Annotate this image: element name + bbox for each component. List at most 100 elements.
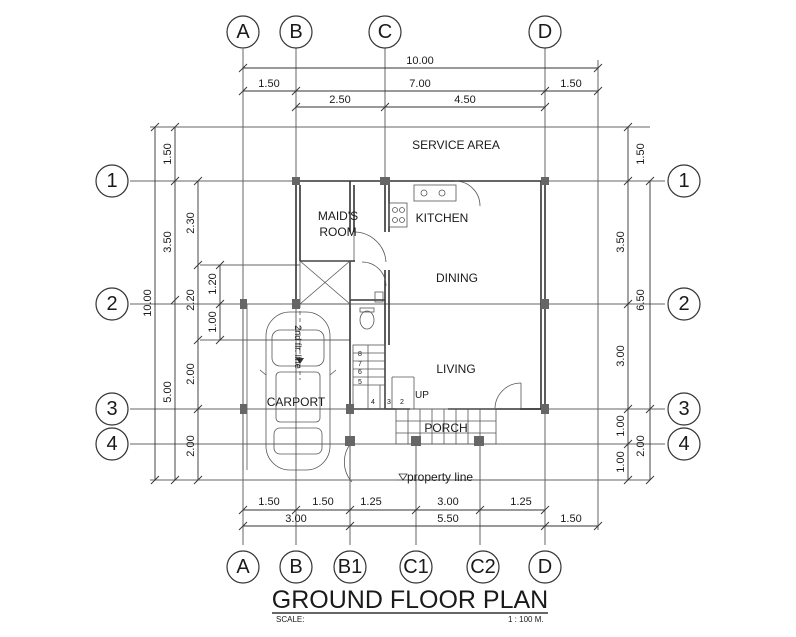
top-grid-bubble-a	[226, 15, 260, 49]
bottom-grid-bubble-d	[528, 550, 562, 584]
dim-bottom-4: 3.00	[437, 496, 458, 508]
dim-bottom-7: 5.50	[437, 513, 458, 525]
dim-right-1: 1.50	[635, 143, 647, 164]
bottom-grid-bubble-c2	[466, 550, 500, 584]
left-grid-bubble-2	[95, 287, 129, 321]
bottom-grid-label-a: A	[236, 556, 250, 578]
top-grid-bubbles: A B C D	[226, 15, 562, 60]
annotations: 2nd flr. line property line UP 2 3 4 5 6…	[293, 325, 473, 484]
left-grid-label-1: 1	[106, 170, 117, 192]
second-floor-line-label: 2nd flr. line	[293, 325, 303, 369]
right-grid-label-1: 1	[678, 170, 689, 192]
left-grid-label-4: 4	[106, 433, 117, 455]
right-grid-bubble-2	[667, 287, 701, 321]
right-grid-label-3: 3	[678, 398, 689, 420]
room-labels: SERVICE AREA MAID'S ROOM KITCHEN DINING …	[267, 138, 500, 435]
dim-left-2: 3.50	[162, 231, 174, 252]
dim-right-4: 1.00	[615, 415, 627, 436]
dim-bottom-8: 1.50	[560, 513, 581, 525]
right-grid-bubbles: 1 2 3 4	[667, 164, 701, 461]
dim-left-1: 1.50	[162, 143, 174, 164]
dim-right-6: 6.50	[635, 289, 647, 310]
dining-label: DINING	[436, 271, 478, 285]
scale-label: SCALE:	[276, 615, 304, 624]
dim-top-overall: 10.00	[406, 55, 434, 67]
dim-bottom-2: 1.50	[312, 496, 333, 508]
left-grid-bubble-3	[95, 392, 129, 426]
top-grid-bubble-d	[528, 15, 562, 49]
top-grid-bubble-b	[279, 15, 313, 49]
dim-bottom-3: 1.25	[360, 496, 381, 508]
dim-right-7: 2.00	[635, 435, 647, 456]
property-line-label: property line	[407, 470, 473, 484]
top-grid-label-b: B	[289, 21, 302, 43]
stair-step-5: 5	[358, 379, 362, 386]
bottom-grid-label-c1: C1	[403, 556, 429, 578]
dim-top-4: 2.50	[329, 94, 350, 106]
stair-up-label: UP	[415, 390, 429, 401]
dim-left-9: 1.00	[207, 311, 219, 332]
dim-left-4: 2.30	[185, 212, 197, 233]
dim-top-3: 1.50	[560, 78, 581, 90]
left-grid-bubbles: 1 2 3 4	[95, 164, 129, 461]
columns	[240, 177, 549, 446]
car-outline	[259, 311, 337, 471]
bottom-grid-bubbles: A B B1 C1 C2 D	[226, 550, 562, 584]
left-grid-label-3: 3	[106, 398, 117, 420]
dim-left-6: 2.00	[185, 363, 197, 384]
porch-label: PORCH	[424, 421, 467, 435]
bottom-grid-label-b: B	[289, 556, 302, 578]
bottom-grid-bubble-c1	[399, 550, 433, 584]
stair-step-8: 8	[358, 351, 362, 358]
dim-top-1: 1.50	[258, 78, 279, 90]
dim-left-7: 2.00	[185, 435, 197, 456]
bottom-grid-bubble-b	[279, 550, 313, 584]
dim-left-overall: 10.00	[142, 289, 154, 317]
dim-left-8: 1.20	[207, 273, 219, 294]
title-block: GROUND FLOOR PLAN SCALE: 1 : 100 M.	[272, 586, 548, 624]
kitchen-label: KITCHEN	[416, 211, 469, 225]
dim-top-5: 4.50	[454, 94, 475, 106]
dim-left-5: 2.20	[185, 289, 197, 310]
bottom-grid-label-d: D	[538, 556, 552, 578]
bottom-grid-label-c2: C2	[470, 556, 496, 578]
living-label: LIVING	[436, 362, 475, 376]
right-grid-label-4: 4	[678, 433, 689, 455]
walls	[242, 180, 546, 483]
top-grid-bubble-c	[368, 15, 402, 49]
dim-bottom-5: 1.25	[510, 496, 531, 508]
carport-label: CARPORT	[267, 395, 326, 409]
dim-right-5: 1.00	[615, 451, 627, 472]
top-grid-label-d: D	[538, 21, 552, 43]
right-dimensions: 1.50 3.50 3.00 1.00 1.00 6.50 2.00	[615, 122, 655, 485]
top-dimensions: 10.00 1.50 7.00 1.50 2.50 4.50	[238, 55, 603, 112]
stair-step-4: 4	[371, 399, 375, 406]
bottom-dimensions: 1.50 1.50 1.25 3.00 1.25 3.00 5.50 1.50	[238, 496, 603, 531]
maids-room-label-line1: MAID'S	[318, 209, 358, 223]
service-area-label: SERVICE AREA	[412, 138, 500, 152]
stair-step-3: 3	[387, 399, 391, 406]
left-grid-label-2: 2	[106, 293, 117, 315]
top-grid-label-c: C	[378, 21, 392, 43]
top-grid-label-a: A	[236, 21, 250, 43]
bottom-grid-bubble-a	[226, 550, 260, 584]
right-grid-bubble-4	[667, 427, 701, 461]
stair-step-7: 7	[358, 361, 362, 368]
scale-value: 1 : 100 M.	[508, 615, 544, 624]
dim-bottom-1: 1.50	[258, 496, 279, 508]
right-grid-bubble-3	[667, 392, 701, 426]
right-grid-label-2: 2	[678, 293, 689, 315]
stair-step-6: 6	[358, 369, 362, 376]
left-grid-bubble-4	[95, 427, 129, 461]
grid-lines	[130, 48, 665, 545]
dim-right-2: 3.50	[615, 231, 627, 252]
dim-bottom-6: 3.00	[285, 513, 306, 525]
stair-step-2: 2	[400, 399, 404, 406]
dim-right-3: 3.00	[615, 345, 627, 366]
right-grid-bubble-1	[667, 164, 701, 198]
left-grid-bubble-1	[95, 164, 129, 198]
bottom-grid-bubble-b1	[333, 550, 367, 584]
plan-title: GROUND FLOOR PLAN	[272, 586, 548, 614]
left-dimensions: 10.00 1.50 3.50 5.00 2.30 2.20 2.00 2.00…	[142, 122, 225, 485]
